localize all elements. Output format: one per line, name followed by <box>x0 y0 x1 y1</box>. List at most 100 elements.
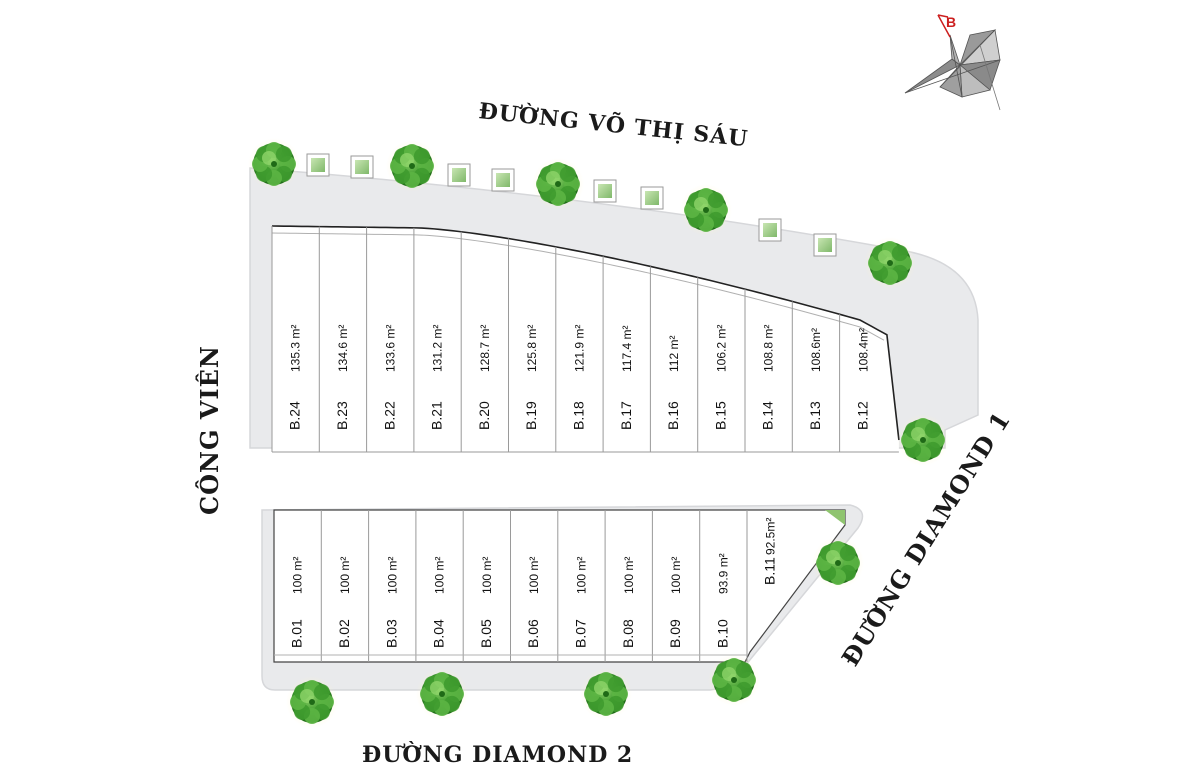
lot-code: B.23 <box>334 401 350 430</box>
lot-b-15[interactable]: B.15 106.2 m² <box>697 277 729 452</box>
tree-icon <box>897 414 949 466</box>
tree-icon <box>864 237 916 289</box>
tree-icon <box>416 668 468 720</box>
lot-area: 100 m² <box>574 557 588 594</box>
compass-north-letter: B <box>946 14 956 30</box>
lot-area: 117.4 m² <box>620 326 634 372</box>
lot-b-04[interactable]: B.04 100 m² <box>415 510 447 662</box>
lot-area: 135.3 m² <box>289 325 303 372</box>
lot-b-01[interactable]: B.01 100 m² <box>289 557 305 648</box>
upper-lots-setback-line <box>271 232 885 341</box>
lot-code: B.07 <box>572 619 588 648</box>
planter-box <box>306 153 330 177</box>
tree-icon <box>532 158 584 210</box>
compass-rose-icon: B <box>904 14 1001 111</box>
lot-code: B.04 <box>431 619 447 648</box>
lot-area: 100 m² <box>527 557 541 594</box>
tree-icon <box>812 537 864 589</box>
lot-area: 108.8 m² <box>762 325 776 372</box>
lot-b-03[interactable]: B.03 100 m² <box>368 510 400 662</box>
lot-code: B.20 <box>476 401 492 430</box>
lot-b-22[interactable]: B.22 133.6 m² <box>366 227 398 452</box>
planter-box <box>758 218 782 242</box>
lot-code: B.22 <box>381 401 397 430</box>
road-label-cong-vien: CÔNG VIÊN <box>195 345 224 515</box>
tree-icon <box>580 668 632 720</box>
lot-area: 100 m² <box>338 557 352 594</box>
lot-code: B.18 <box>570 401 586 430</box>
planter-box <box>447 163 471 187</box>
lot-b-20[interactable]: B.20 128.7 m² <box>460 231 492 452</box>
lot-b-16[interactable]: B.16 112 m² <box>649 266 681 452</box>
lot-area: 134.6 m² <box>336 325 350 372</box>
lot-b-24[interactable]: B.24 135.3 m² <box>271 226 303 452</box>
lot-b-02[interactable]: B.02 100 m² <box>320 510 352 662</box>
upper-lots-frontage-line <box>271 225 900 441</box>
lot-code: B.02 <box>336 619 352 648</box>
lot-area: 108.4m² <box>856 328 870 372</box>
lot-code: B.03 <box>383 619 399 648</box>
lot-b-10[interactable]: B.10 93.9 m² <box>699 510 731 662</box>
lot-b-19[interactable]: B.19 125.8 m² <box>508 238 540 452</box>
lot-area: 100 m² <box>480 557 494 594</box>
street-trees <box>248 138 949 728</box>
lot-code: B.19 <box>523 401 539 430</box>
lot-code: B.10 <box>714 619 730 648</box>
planter-box <box>813 233 837 257</box>
corner-green-patch <box>825 510 845 525</box>
lot-area: 121.9 m² <box>572 325 586 372</box>
lot-b-08[interactable]: B.08 100 m² <box>604 510 636 662</box>
lot-area: 100 m² <box>291 557 305 594</box>
lot-area: 100 m² <box>433 557 447 594</box>
lot-area: 108.6m² <box>809 328 823 372</box>
lot-b-09[interactable]: B.09 100 m² <box>651 510 683 662</box>
lot-code: B.16 <box>665 401 681 430</box>
tree-icon <box>386 140 438 192</box>
lot-code: B.21 <box>429 401 445 430</box>
lot-code: B.08 <box>620 619 636 648</box>
lot-code: B.12 <box>854 401 870 430</box>
planter-box <box>640 186 664 210</box>
lot-code: B.09 <box>667 619 683 648</box>
lot-code: B.15 <box>712 401 728 430</box>
lot-b-23[interactable]: B.23 134.6 m² <box>318 226 350 452</box>
lot-code: B.14 <box>760 401 776 430</box>
lot-code: B.24 <box>287 401 303 430</box>
upper-lots-area <box>272 226 899 452</box>
planter-box <box>491 168 515 192</box>
lot-area: 92.5m² <box>764 518 778 555</box>
lot-area: 93.9 m² <box>716 553 730 594</box>
lot-b-18[interactable]: B.18 121.9 m² <box>555 246 587 452</box>
lot-area: 112 m² <box>667 336 681 372</box>
lot-area: 133.6 m² <box>383 325 397 372</box>
tree-icon <box>286 676 338 728</box>
lot-area: 100 m² <box>669 557 683 594</box>
lot-area: 128.7 m² <box>478 325 492 372</box>
lot-b-21[interactable]: B.21 131.2 m² <box>413 227 445 452</box>
upper-lot-block: B.24 135.3 m² B.23 134.6 m² B.22 133.6 m² B.21… <box>271 225 900 453</box>
lot-code: B.01 <box>289 619 305 648</box>
planter-boxes <box>306 153 837 257</box>
road-label-vo-thi-sau: ĐƯỜNG VÕ THỊ SÁU <box>477 97 749 152</box>
lot-area: 125.8 m² <box>525 325 539 372</box>
lot-b-05[interactable]: B.05 100 m² <box>462 510 494 662</box>
tree-icon <box>708 654 760 706</box>
lot-b-07[interactable]: B.07 100 m² <box>557 510 589 662</box>
lot-area: 106.2 m² <box>714 325 728 372</box>
lot-area: 100 m² <box>385 557 399 594</box>
lower-lots-area <box>273 509 846 663</box>
lot-area: 100 m² <box>622 557 636 594</box>
tree-icon <box>248 138 300 190</box>
tree-icon <box>680 184 732 236</box>
lot-area: 131.2 m² <box>431 325 445 372</box>
lot-b-14[interactable]: B.14 108.8 m² <box>744 289 776 452</box>
lot-code: B.05 <box>478 619 494 648</box>
lot-b-12[interactable]: B.12 108.4m² <box>839 314 871 452</box>
road-label-diamond-2: ĐƯỜNG DIAMOND 2 <box>362 741 633 768</box>
lower-lot-block: B.01 100 m² B.02 100 m² B.03 100 m² B.04 100 m²… <box>273 509 846 663</box>
